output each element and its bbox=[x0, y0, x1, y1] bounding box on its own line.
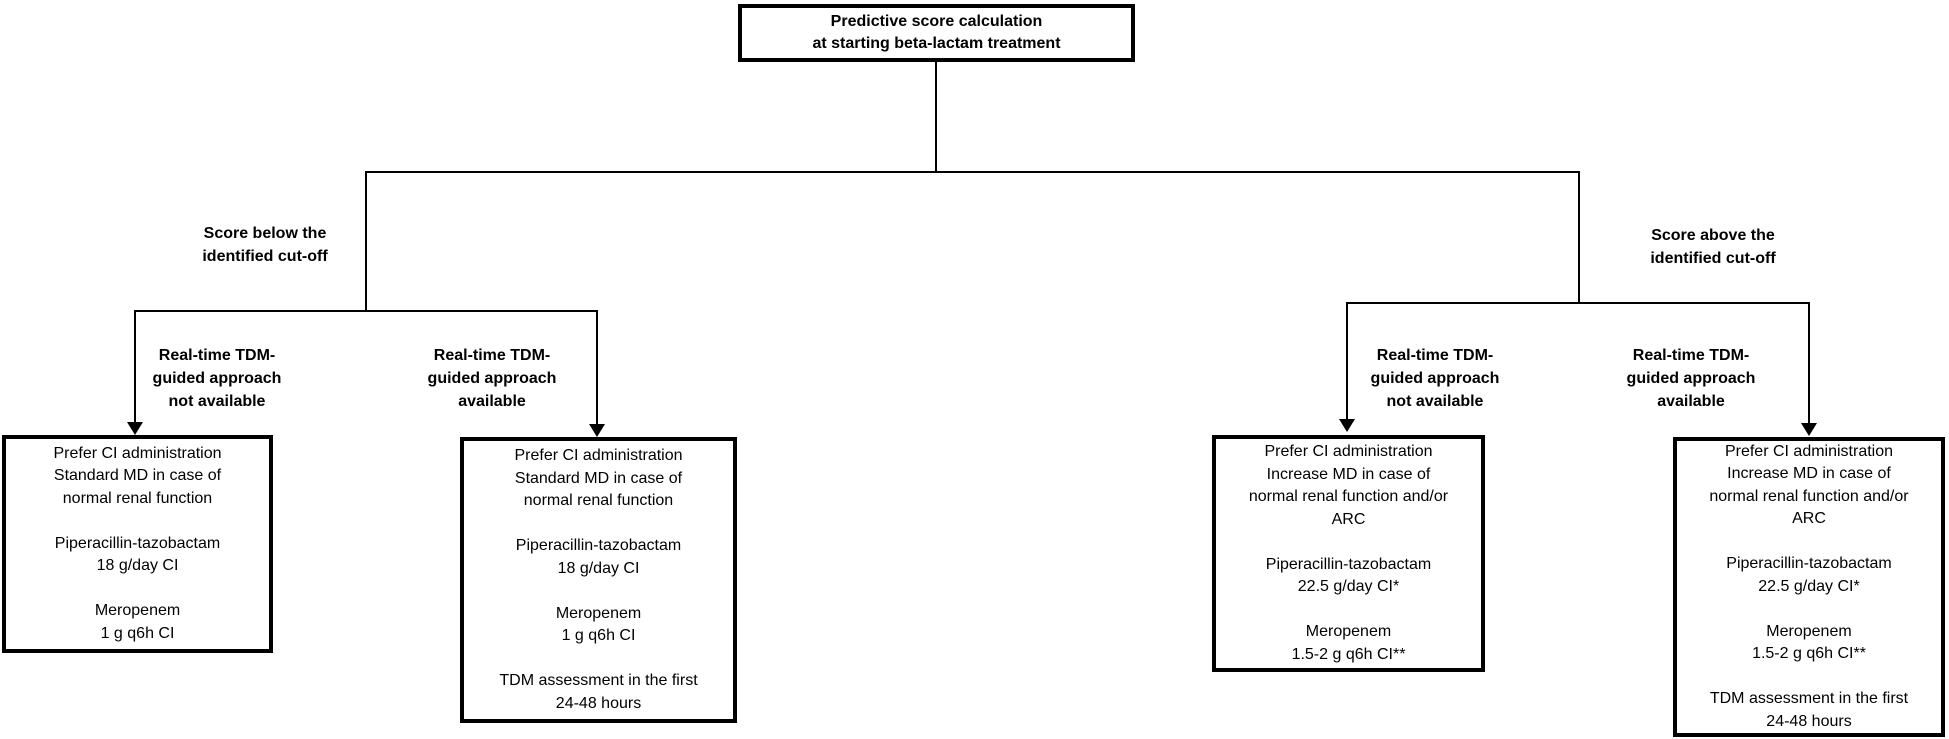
connector-left-sub-horizontal bbox=[136, 310, 598, 312]
option-label-above-tdm-not-available: Real-time TDM- guided approach not avail… bbox=[1370, 347, 1500, 410]
arrow-down-icon bbox=[1339, 419, 1355, 432]
connector-right-sub-horizontal bbox=[1347, 302, 1810, 304]
outcome-box-below-tdm: Prefer CI administration Standard MD in … bbox=[460, 437, 737, 723]
arrow-down-icon bbox=[1801, 423, 1817, 436]
arrow-down-icon bbox=[589, 424, 605, 437]
option-label-below-tdm-not-available: Real-time TDM- guided approach not avail… bbox=[152, 347, 282, 410]
arrow-stem-below-tdm bbox=[596, 310, 598, 426]
arrow-stem-below-no-tdm bbox=[134, 310, 136, 424]
connector-root-vertical bbox=[935, 62, 937, 172]
arrow-stem-above-tdm bbox=[1808, 302, 1810, 424]
branch-label-score-below: Score below the identified cut-off bbox=[202, 225, 328, 265]
outcome-text: Prefer CI administration Increase MD in … bbox=[1709, 442, 1909, 730]
root-box: Predictive score calculation at starting… bbox=[738, 4, 1135, 62]
option-label-below-tdm-available: Real-time TDM- guided approach available bbox=[427, 347, 557, 410]
branch-label-score-above: Score above the identified cut-off bbox=[1650, 227, 1776, 267]
outcome-text: Prefer CI administration Standard MD in … bbox=[53, 444, 222, 642]
connector-right-branch-vertical bbox=[1578, 171, 1580, 303]
outcome-box-above-tdm: Prefer CI administration Increase MD in … bbox=[1673, 437, 1945, 737]
arrow-stem-above-no-tdm bbox=[1346, 302, 1348, 420]
outcome-text: Prefer CI administration Increase MD in … bbox=[1248, 443, 1449, 663]
connector-top-horizontal bbox=[366, 171, 1580, 173]
outcome-text: Prefer CI administration Standard MD in … bbox=[499, 447, 698, 712]
outcome-box-below-no-tdm: Prefer CI administration Standard MD in … bbox=[2, 435, 273, 653]
option-label-above-tdm-available: Real-time TDM- guided approach available bbox=[1626, 347, 1756, 410]
arrow-down-icon bbox=[127, 422, 143, 435]
outcome-box-above-no-tdm: Prefer CI administration Increase MD in … bbox=[1212, 435, 1485, 672]
connector-left-branch-vertical bbox=[365, 171, 367, 311]
root-title: Predictive score calculation at starting… bbox=[812, 13, 1061, 52]
